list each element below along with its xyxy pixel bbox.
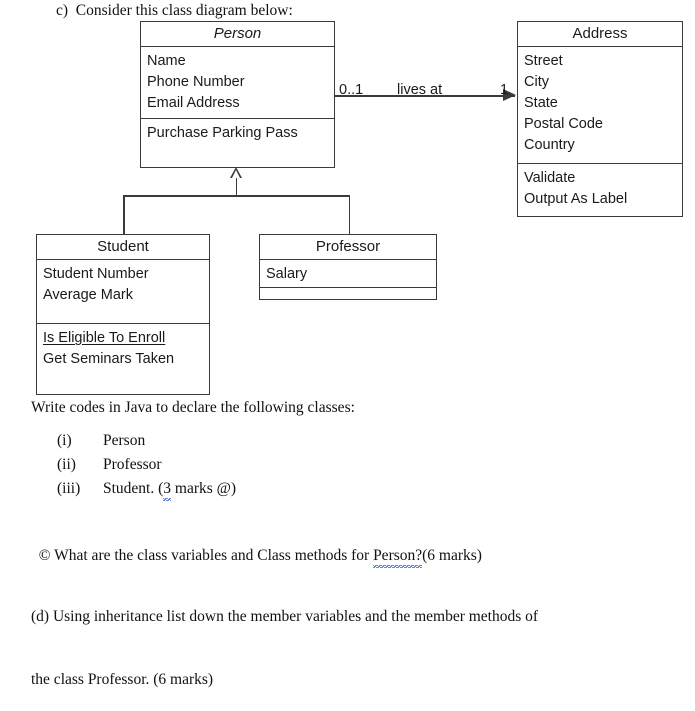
uml-methods-student: Is Eligible To Enroll Get Seminars Taken bbox=[37, 324, 209, 375]
part-d-line2: the class Professor. (6 marks) bbox=[31, 671, 214, 688]
uml-class-person[interactable]: Person Name Phone Number Email Address P… bbox=[140, 21, 335, 168]
list-item-label: Person bbox=[103, 432, 146, 449]
generalization-branch-professor bbox=[348, 195, 350, 234]
uml-method: Validate bbox=[524, 170, 576, 186]
uml-methods-person: Purchase Parking Pass bbox=[141, 119, 334, 149]
uml-class-diagram: Person Name Phone Number Email Address P… bbox=[36, 21, 683, 395]
association-line bbox=[335, 95, 515, 97]
uml-attribute: State bbox=[524, 95, 558, 111]
question-part-d: (d) Using inheritance list down the memb… bbox=[31, 564, 538, 711]
uml-method: Purchase Parking Pass bbox=[147, 125, 298, 141]
uml-attribute: Postal Code bbox=[524, 116, 603, 132]
spellcheck-marks-value: 3 bbox=[163, 480, 172, 501]
uml-methods-professor bbox=[260, 288, 436, 299]
uml-attribute: Name bbox=[147, 53, 186, 69]
list-item-number: (i) bbox=[57, 432, 72, 449]
uml-class-student[interactable]: Student Student Number Average Mark Is E… bbox=[36, 234, 210, 395]
uml-class-professor[interactable]: Professor Salary bbox=[259, 234, 437, 300]
generalization-triangle-fill bbox=[232, 170, 240, 178]
part-d-line1: (d) Using inheritance list down the memb… bbox=[31, 608, 539, 625]
uml-class-name-address: Address bbox=[518, 22, 682, 47]
association-target-multiplicity: 1 bbox=[500, 82, 509, 98]
uml-attribute: Country bbox=[524, 137, 575, 153]
uml-attributes-person: Name Phone Number Email Address bbox=[141, 47, 334, 119]
list-item: (i) Person bbox=[57, 432, 236, 456]
generalization-branch-student bbox=[123, 195, 125, 234]
list-item: (ii) Professor bbox=[57, 456, 236, 480]
uml-method: Output As Label bbox=[524, 191, 628, 207]
uml-class-name-person: Person bbox=[141, 22, 334, 47]
uml-methods-address: Validate Output As Label bbox=[518, 164, 682, 215]
uml-attributes-professor: Salary bbox=[260, 260, 436, 288]
uml-attribute: Street bbox=[524, 53, 563, 69]
list-item-label: Professor bbox=[103, 456, 162, 473]
generalization-bar bbox=[123, 195, 350, 197]
uml-method: Get Seminars Taken bbox=[43, 351, 175, 367]
spellcheck-person-term: Person? bbox=[373, 547, 423, 568]
uml-attribute: City bbox=[524, 74, 549, 90]
uml-class-name-student: Student bbox=[37, 235, 209, 260]
association-label: lives at bbox=[397, 82, 443, 98]
class-list: (i) Person (ii) Professor (iii) Student.… bbox=[57, 432, 236, 504]
uml-attributes-student: Student Number Average Mark bbox=[37, 260, 209, 324]
part-c-suffix: (6 marks) bbox=[422, 547, 482, 564]
write-codes-prompt: Write codes in Java to declare the follo… bbox=[31, 399, 355, 416]
uml-attribute: Student Number bbox=[43, 266, 149, 282]
uml-attribute: Phone Number bbox=[147, 74, 245, 90]
uml-attribute: Email Address bbox=[147, 95, 240, 111]
list-item-suffix: marks @) bbox=[171, 480, 237, 497]
part-c-prefix: © What are the class variables and Class… bbox=[38, 547, 374, 564]
uml-attribute: Salary bbox=[266, 266, 308, 282]
uml-method-static: Is Eligible To Enroll bbox=[43, 330, 166, 346]
list-item-number: (ii) bbox=[57, 456, 76, 473]
association-source-multiplicity: 0..1 bbox=[339, 82, 364, 98]
generalization-stem bbox=[235, 178, 237, 196]
uml-class-address[interactable]: Address Street City State Postal Code Co… bbox=[517, 21, 683, 217]
association-arrowhead-icon bbox=[503, 89, 516, 101]
question-part-c: © What are the class variables and Class… bbox=[31, 527, 482, 568]
intro-text: c) Consider this class diagram below: bbox=[56, 2, 293, 19]
list-item-label: Student. ( bbox=[103, 480, 164, 497]
uml-attribute: Average Mark bbox=[43, 287, 133, 303]
list-item-number: (iii) bbox=[57, 480, 81, 497]
uml-attributes-address: Street City State Postal Code Country bbox=[518, 47, 682, 164]
list-item: (iii) Student. (3 marks @) bbox=[57, 480, 236, 504]
uml-class-name-professor: Professor bbox=[260, 235, 436, 260]
